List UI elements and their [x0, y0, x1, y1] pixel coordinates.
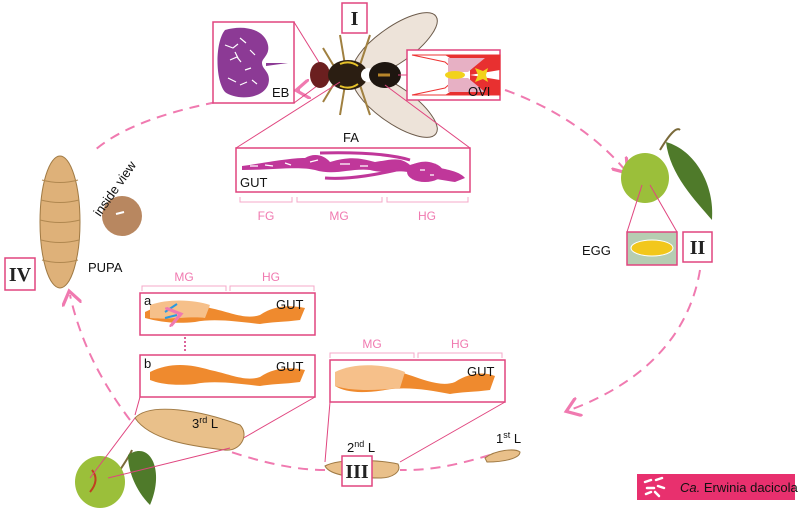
svg-text:MG: MG — [174, 270, 193, 284]
olive-with-egg: EGG — [582, 128, 713, 266]
svg-text:OVI: OVI — [468, 84, 490, 99]
second-instar-larva: 2nd L — [347, 439, 375, 455]
stage-iii-label: III — [341, 455, 373, 487]
svg-text:HG: HG — [418, 209, 436, 223]
svg-text:1st L: 1st L — [496, 430, 521, 446]
first-instar-larva: 1st L — [484, 430, 521, 463]
svg-text:MG: MG — [362, 337, 381, 351]
third-instar-larva: 3rd L — [134, 408, 245, 451]
stage-ii-label: II — [682, 231, 713, 263]
svg-text:FA: FA — [343, 130, 359, 145]
svg-text:b: b — [144, 356, 151, 371]
adult-gut-inset: GUT FG MG HG — [235, 81, 471, 223]
pupa-illustration: inside view PUPA — [39, 155, 142, 289]
svg-text:2nd L: 2nd L — [347, 439, 375, 455]
adult-fly-illustration: FA — [310, 12, 438, 145]
ovipositor-inset: OVI — [398, 49, 501, 101]
svg-text:GUT: GUT — [276, 297, 304, 312]
svg-text:GUT: GUT — [276, 359, 304, 374]
svg-text:HG: HG — [451, 337, 469, 351]
svg-text:GUT: GUT — [240, 175, 268, 190]
legend-erwinia-dacicola: Ca. Erwinia dacicola — [637, 474, 799, 500]
svg-text:Ca. Erwinia dacicola: Ca. Erwinia dacicola — [680, 480, 799, 495]
stage-i-label: I — [341, 2, 368, 34]
svg-text:EGG: EGG — [582, 243, 611, 258]
olive-with-larva — [75, 417, 231, 508]
svg-text:EB: EB — [272, 85, 289, 100]
svg-text:FG: FG — [258, 209, 275, 223]
svg-text:HG: HG — [262, 270, 280, 284]
second-larva-gut-inset: MG HG GUT — [324, 337, 506, 463]
svg-text:3rd L: 3rd L — [192, 415, 218, 431]
svg-text:PUPA: PUPA — [88, 260, 123, 275]
stage-iv-label: IV — [4, 257, 36, 291]
svg-text:IV: IV — [9, 264, 32, 286]
svg-text:a: a — [144, 293, 152, 308]
svg-text:MG: MG — [329, 209, 348, 223]
svg-text:GUT: GUT — [467, 364, 495, 379]
svg-text:II: II — [690, 237, 706, 259]
svg-text:I: I — [351, 8, 359, 30]
third-larva-gut-insets: MG HG a GUT b GUT — [134, 270, 316, 441]
bacteria-icon — [643, 476, 666, 498]
svg-text:III: III — [345, 461, 369, 483]
egg-bulb-inset: EB — [212, 21, 326, 104]
